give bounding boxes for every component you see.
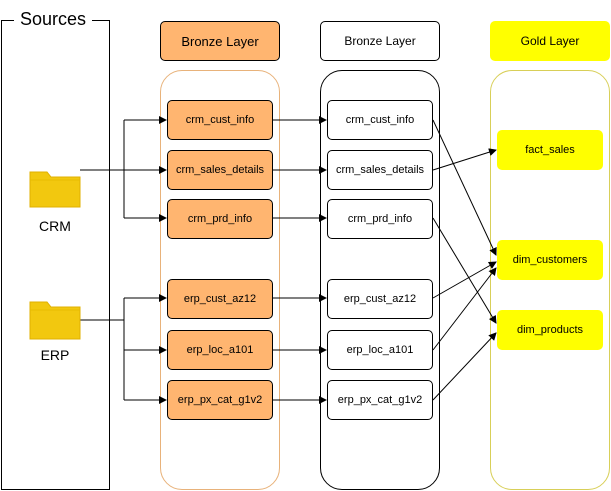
gold-node-fact-sales: fact_sales: [497, 130, 603, 170]
gold-node-dim-products: dim_products: [497, 310, 603, 350]
gold-node-dim-customers: dim_customers: [497, 240, 603, 280]
erp-label: ERP: [40, 347, 70, 363]
silver-node: crm_prd_info: [327, 199, 433, 239]
silver-node: erp_loc_a101: [327, 330, 433, 370]
bronze-node: erp_loc_a101: [167, 330, 273, 370]
silver-node: erp_px_cat_g1v2: [327, 380, 433, 420]
bronze-node: crm_sales_details: [167, 150, 273, 190]
silver-node: erp_cust_az12: [327, 279, 433, 319]
sources-title: Sources: [14, 8, 93, 30]
gold-layer-header: Gold Layer: [490, 21, 610, 61]
silver-layer-header: Bronze Layer: [320, 21, 440, 61]
bronze-node: crm_prd_info: [167, 199, 273, 239]
sources-frame: [1, 20, 110, 490]
erp-folder-icon: [29, 301, 81, 340]
bronze-node: erp_cust_az12: [167, 279, 273, 319]
bronze-layer-header: Bronze Layer: [160, 21, 280, 61]
crm-label: CRM: [39, 218, 71, 234]
bronze-node: crm_cust_info: [167, 100, 273, 140]
silver-node: crm_cust_info: [327, 100, 433, 140]
silver-node: crm_sales_details: [327, 150, 433, 190]
crm-folder-icon: [29, 171, 81, 208]
bronze-node: erp_px_cat_g1v2: [167, 380, 273, 420]
